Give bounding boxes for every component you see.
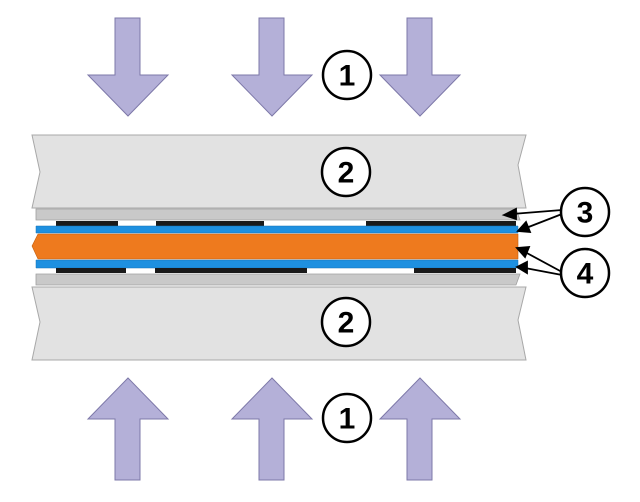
- callout-2-bottom: 2: [320, 296, 372, 348]
- callout-3-label: 3: [577, 197, 594, 230]
- callout-1-top: 1: [321, 49, 373, 101]
- callout-1-bottom: 1: [321, 392, 373, 444]
- down-arrow-right: [378, 17, 462, 117]
- upper-blue-layer: [35, 225, 519, 234]
- callout-1-bottom-label: 1: [339, 403, 356, 436]
- callout-2-top: 2: [320, 146, 372, 198]
- callout-2-bottom-label: 2: [338, 307, 355, 340]
- lower-blue-layer: [35, 259, 519, 269]
- upper-strip-3: [366, 221, 516, 226]
- lower-dark-strips: [56, 268, 516, 273]
- upper-dark-strips: [56, 221, 516, 226]
- up-arrow-right: [378, 377, 462, 481]
- callout-4-label: 4: [577, 258, 594, 291]
- upper-strip-1: [56, 221, 118, 226]
- callout-3-leaders: [501, 207, 563, 234]
- lower-strip-1: [56, 268, 126, 273]
- lower-strip-3: [414, 268, 516, 273]
- callout-1-top-label: 1: [339, 60, 356, 93]
- upper-strip-2: [156, 221, 264, 226]
- bottom-pressure-arrows: [86, 377, 462, 481]
- down-arrow-middle: [230, 17, 314, 117]
- callout-3: 3: [559, 186, 611, 238]
- top-pressure-arrows: [86, 17, 462, 117]
- down-arrow-left: [86, 17, 170, 117]
- bottom-plate: [31, 286, 527, 361]
- lower-strip-2: [155, 268, 307, 273]
- upper-separator-layer: [35, 208, 521, 221]
- callout-2-top-label: 2: [338, 157, 355, 190]
- core-layer: [31, 233, 519, 260]
- up-arrow-left: [86, 377, 170, 481]
- callout-4: 4: [559, 247, 611, 299]
- callout-4-leaders: [515, 245, 563, 276]
- top-plate: [31, 134, 527, 209]
- up-arrow-middle: [230, 377, 314, 481]
- lower-separator-layer: [35, 273, 521, 286]
